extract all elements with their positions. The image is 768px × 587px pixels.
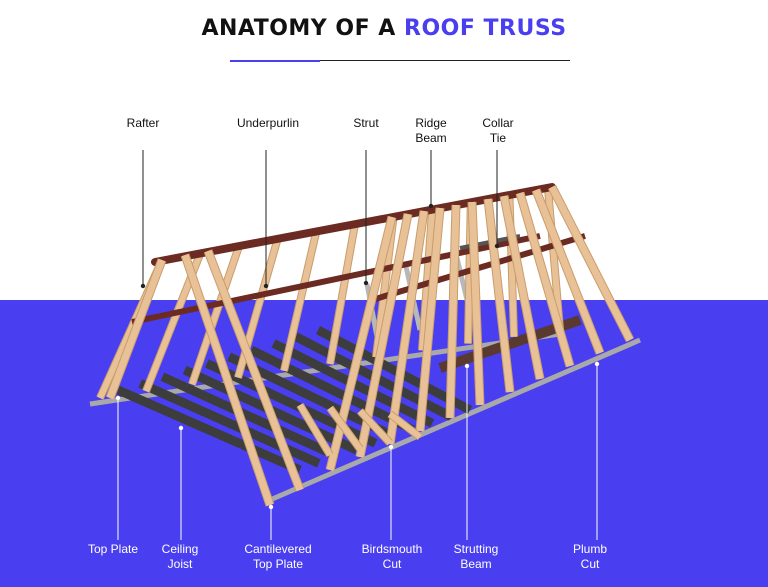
- page-title: ANATOMY OF A ROOF TRUSS: [0, 16, 768, 41]
- front-rafter-6: [468, 201, 484, 406]
- label-birdsmouth-cut: Birdsmouth Cut: [361, 542, 423, 571]
- leader-dot-ridge-beam: [428, 203, 434, 209]
- watermark: ROOF TRUSS: [618, 284, 743, 303]
- eave-tail-2: [327, 406, 363, 451]
- title-prefix: ANATOMY OF A: [201, 16, 396, 41]
- label-plumb-cut: Plumb Cut: [572, 542, 607, 571]
- label-rafter: Rafter: [126, 116, 160, 130]
- front-rafter-8: [500, 195, 544, 380]
- title-underline: [320, 60, 570, 61]
- leader-dot-cantilevered-top-plate: [268, 504, 274, 510]
- front-rafter-4: [416, 207, 444, 432]
- ceiling-joist-10: [315, 326, 473, 414]
- gable-rafter-2: [181, 253, 274, 507]
- front-rafter-3: [386, 210, 428, 445]
- label-cantilevered-top-plate: Cantilevered Top Plate: [244, 542, 312, 571]
- front-rafter-7: [484, 198, 514, 393]
- back-rafter-11: [545, 187, 563, 331]
- label-underpurlin: Underpurlin: [236, 116, 300, 130]
- title-highlight: ROOF TRUSS: [404, 16, 567, 41]
- eave-tail-1: [297, 403, 333, 457]
- leader-dot-birdsmouth-cut: [388, 444, 394, 450]
- back-rafter-8: [419, 209, 436, 351]
- eave-tail-3: [357, 408, 393, 446]
- label-collar-tie: Collar Tie: [482, 116, 514, 145]
- label-ceiling-joist: Ceiling Joist: [161, 542, 199, 571]
- leader-dot-strutting-beam: [464, 363, 470, 369]
- ceiling-joist-1: [116, 385, 302, 475]
- front-rafter-10: [532, 188, 604, 355]
- ceiling-joist-3: [160, 372, 340, 461]
- label-strutting-beam: Strutting Beam: [453, 542, 499, 571]
- front-rafter-9: [516, 192, 574, 367]
- leader-dot-underpurlin: [263, 283, 269, 289]
- label-ridge-beam: Ridge Beam: [415, 116, 447, 145]
- label-top-plate: Top Plate: [87, 542, 139, 556]
- back-rafter-6: [327, 223, 358, 365]
- gable-rafter-3: [204, 249, 304, 492]
- leader-dot-plumb-cut: [594, 361, 600, 367]
- back-rafter-5: [281, 230, 320, 372]
- gable-rafter-1: [106, 258, 166, 400]
- front-rafter-11: [548, 185, 634, 342]
- ceiling-joist-7: [249, 345, 416, 435]
- leader-dot-ceiling-joist: [178, 425, 184, 431]
- leader-dot-strut: [363, 280, 369, 286]
- label-strut: Strut: [353, 116, 379, 130]
- leader-dot-rafter: [140, 283, 146, 289]
- title-underline-accent: [230, 60, 320, 62]
- leader-dot-top-plate: [115, 395, 121, 401]
- leader-dot-collar-tie: [494, 243, 500, 249]
- front-rafter-5: [446, 204, 460, 419]
- top-plate-front: [269, 337, 641, 503]
- eave-tail-4: [388, 411, 422, 440]
- back-rafter-3: [189, 244, 243, 386]
